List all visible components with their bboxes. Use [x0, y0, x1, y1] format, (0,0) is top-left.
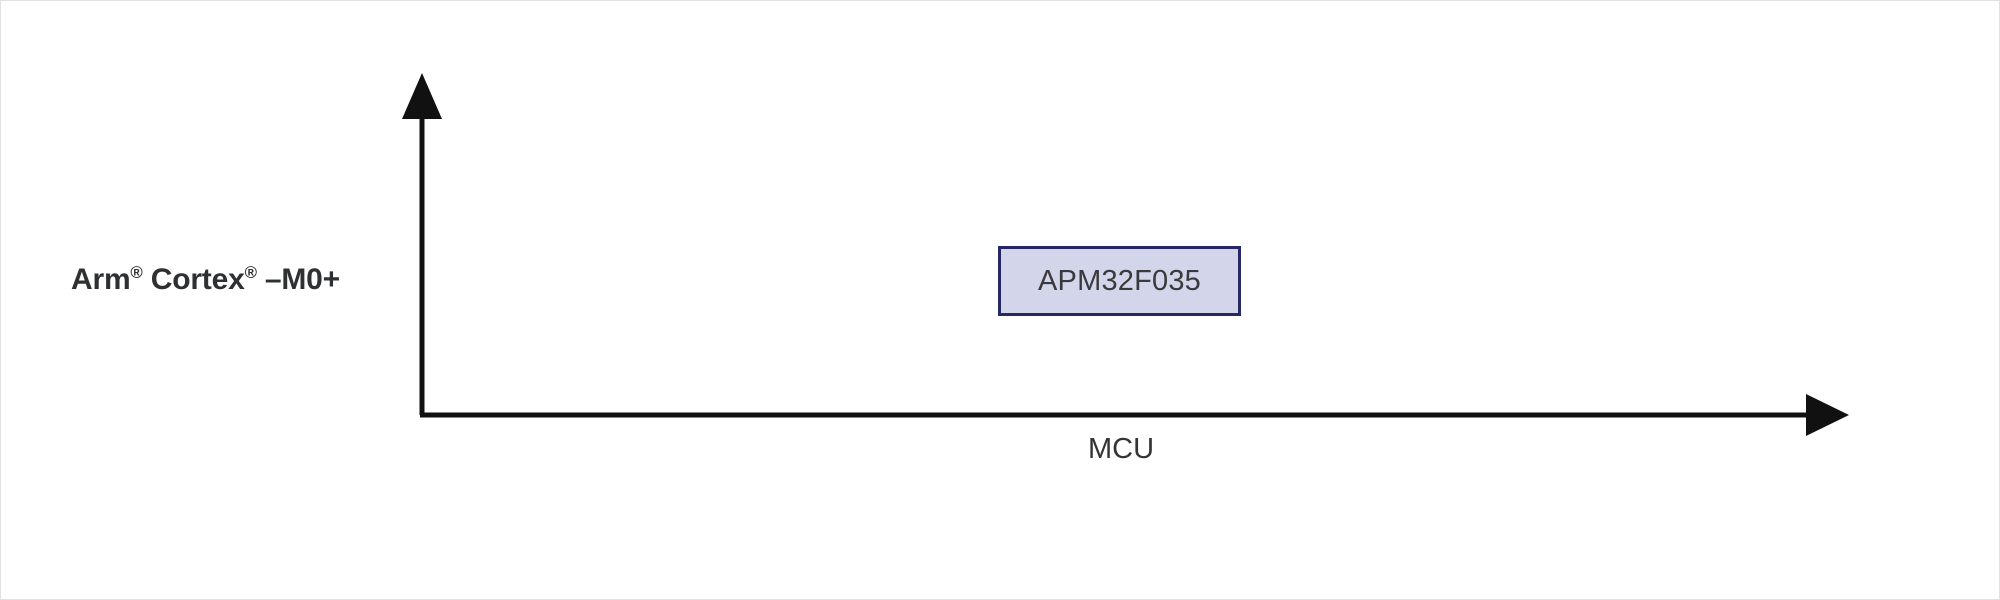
registered-mark-icon-1: ® [130, 263, 143, 282]
x-axis-title: MCU [1087, 433, 1155, 465]
product-node-label: APM32F035 [1038, 264, 1201, 297]
product-node-apm32f035[interactable]: APM32F035 [998, 246, 1241, 316]
y-axis-label-middle: Cortex [142, 263, 245, 296]
x-axis-arrowhead-icon [1806, 394, 1849, 436]
y-axis-label-prefix: Arm [71, 263, 131, 296]
y-axis-arrowhead-icon [402, 73, 442, 119]
y-axis-label-suffix: –M0+ [256, 263, 340, 296]
registered-mark-icon-2: ® [244, 263, 257, 282]
y-axis-label: Arm® Cortex® –M0+ [71, 263, 391, 297]
